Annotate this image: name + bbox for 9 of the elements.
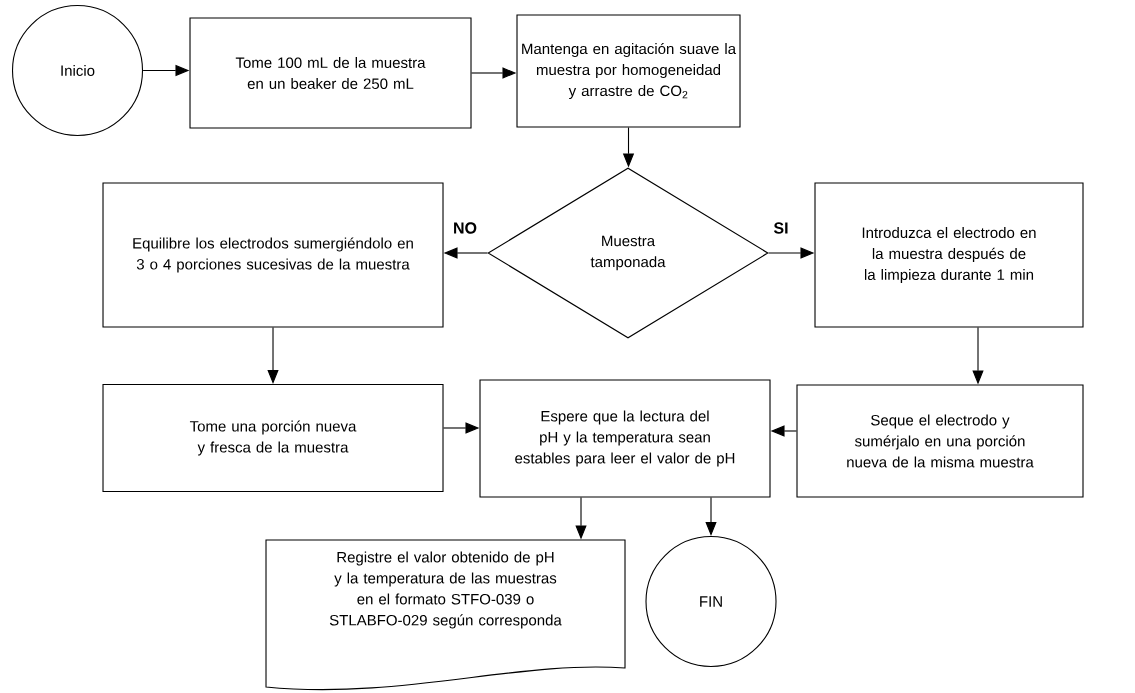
- process-box: Espere que la lectura del pH y la temperatura sean estables para leer el valor de pH: [479, 379, 771, 498]
- process-box: Equilibre los electrodos sumergiéndolo en 3 o 4 porciones sucesivas de la muestra: [102, 182, 444, 328]
- process-box: Mantenga en agitación suave la muestra por homogeneidad y arrastre de CO$_{2}$: [516, 14, 741, 128]
- edge-label: NO: [454, 222, 477, 234]
- edge-label: SI: [773, 222, 788, 234]
- process-box: Seque el electrodo y sumérjalo en una porción nueva de la misma muestra: [796, 384, 1084, 498]
- process-box: Introduzca el electrodo en la muestra después de la limpieza durante 1 min: [814, 182, 1084, 328]
- process-box: Tome una porción nueva y fresca de la muestra: [102, 383, 444, 493]
- process-box: Tome 100 mL de la muestra en un beaker de 250 mL: [189, 17, 472, 129]
